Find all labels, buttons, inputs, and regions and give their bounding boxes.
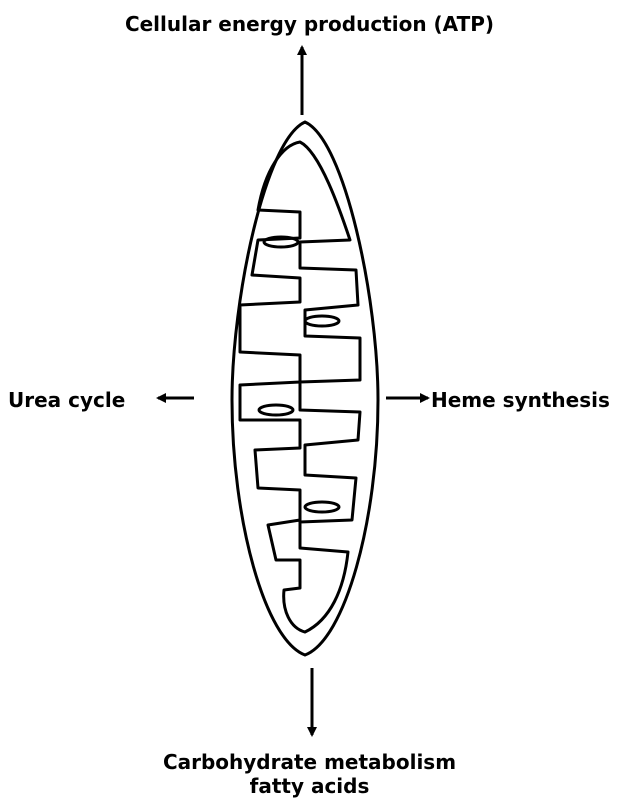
label-fatty-acids: fatty acids	[0, 774, 619, 798]
outer-membrane	[232, 122, 378, 655]
crista-4	[305, 502, 339, 512]
crista-2	[305, 316, 339, 326]
label-urea-cycle: Urea cycle	[8, 388, 125, 412]
crista-3	[259, 405, 293, 415]
crista-1	[264, 237, 298, 247]
label-heme-synthesis: Heme synthesis	[431, 388, 610, 412]
label-carbohydrate-metabolism: Carbohydrate metabolism	[0, 750, 619, 774]
label-cellular-energy-production: Cellular energy production (ATP)	[0, 12, 619, 36]
